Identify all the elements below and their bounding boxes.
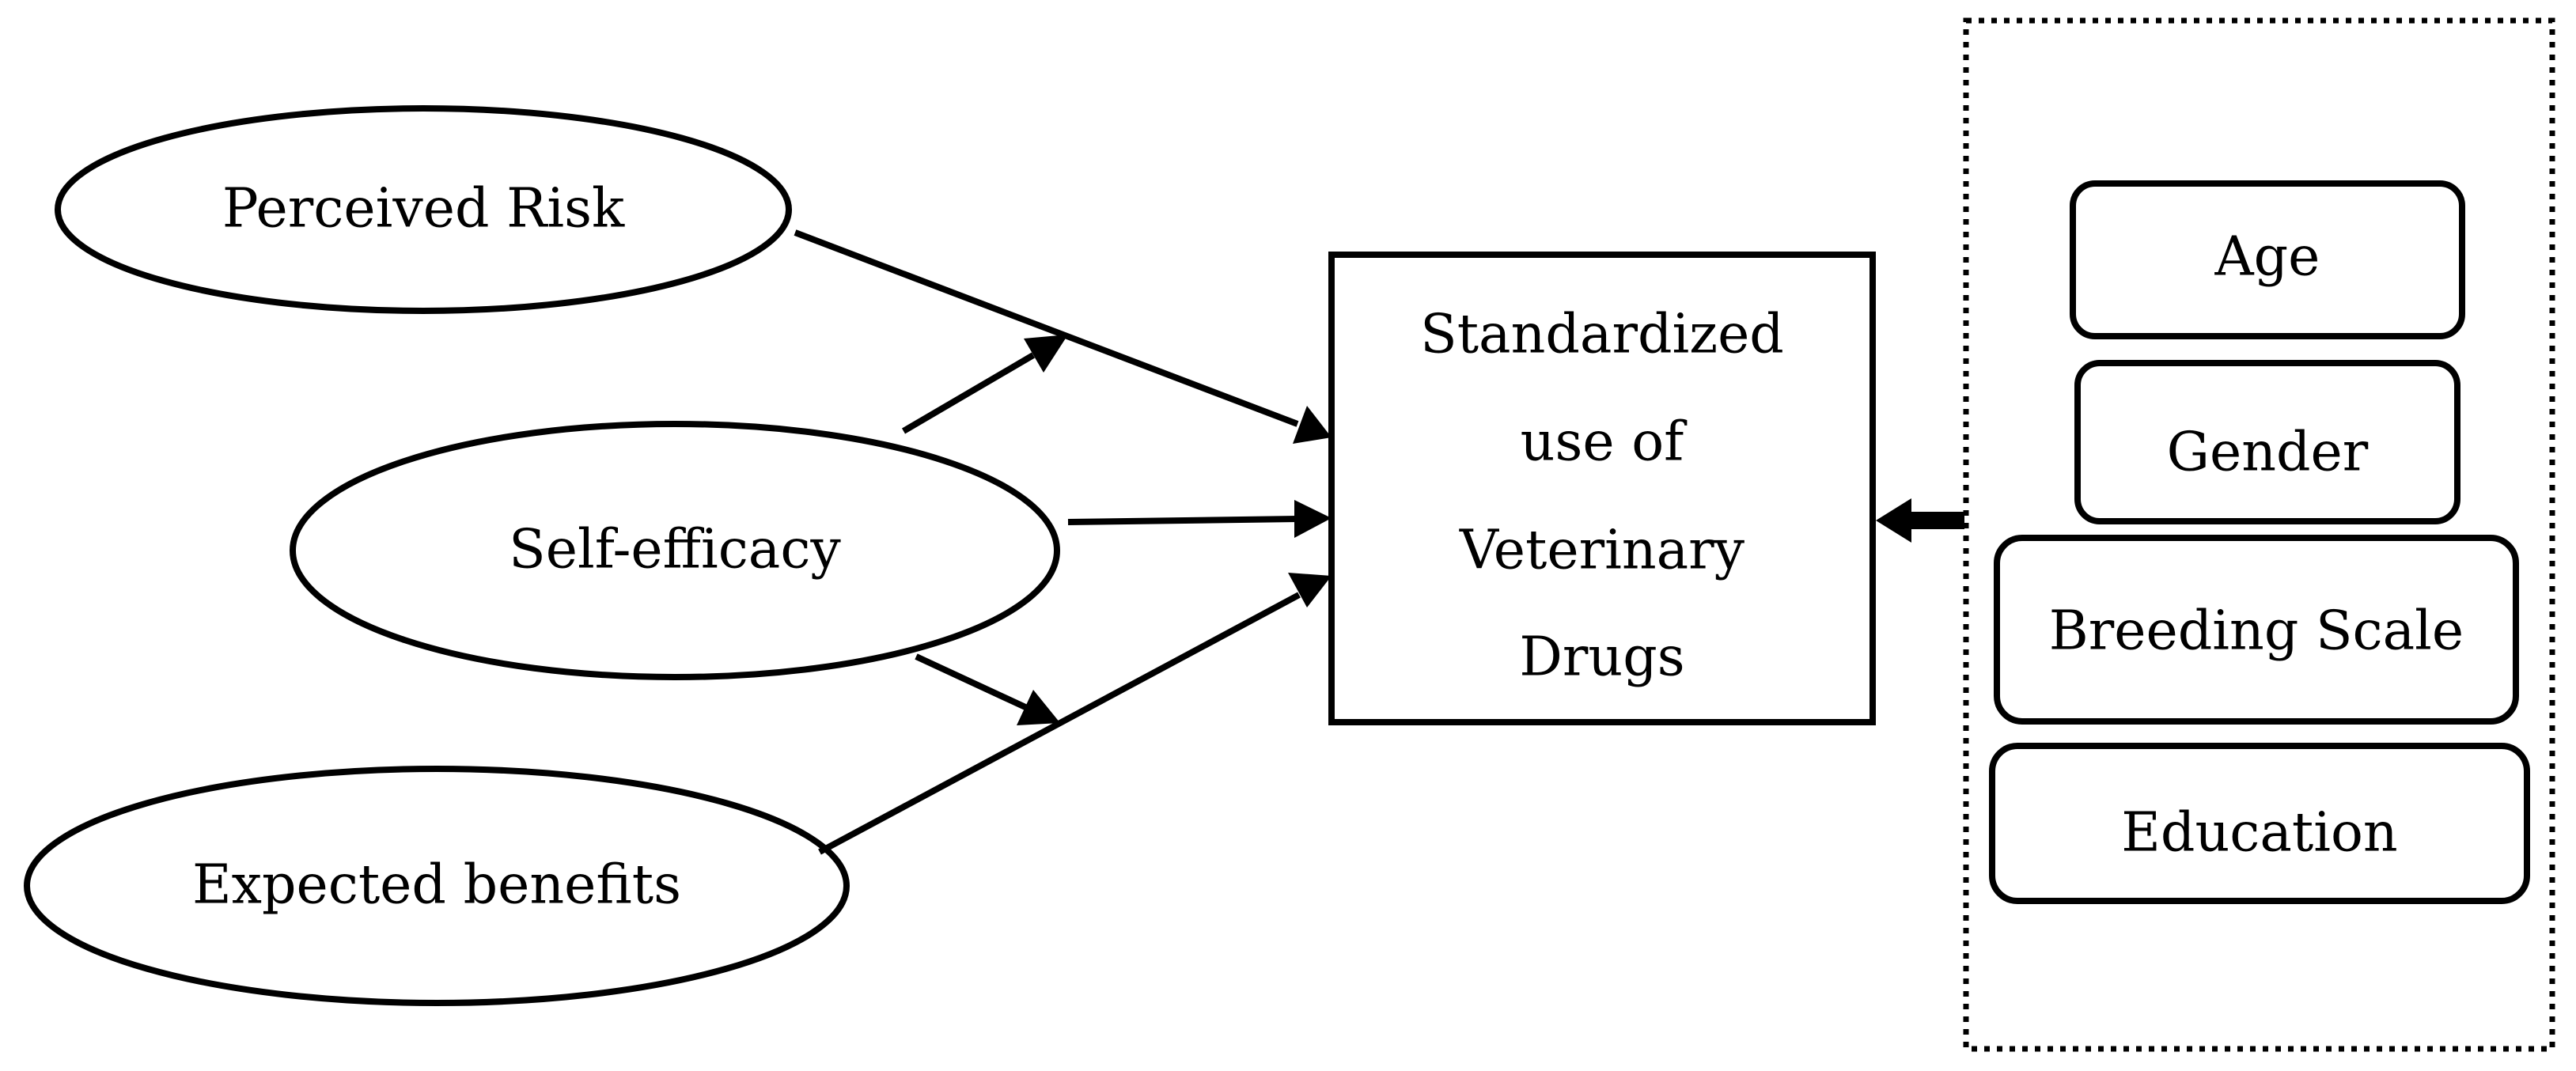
self-efficacy-ellipse (290, 421, 1060, 680)
arrowhead-perceived-risk (1293, 406, 1332, 444)
node-perceived-risk: Perceived Risk (55, 105, 792, 314)
standardized-use-line-3: Veterinary (1459, 520, 1745, 582)
education-label: Education (2121, 802, 2397, 865)
edge-self-efficacy-to-outcome (1067, 516, 1298, 525)
arrowhead-self-efficacy-benefits-path (1017, 690, 1060, 725)
age-label: Age (2214, 226, 2320, 289)
standardized-use-line-4: Drugs (1519, 626, 1684, 689)
node-gender: Gender (2074, 360, 2460, 524)
node-self-efficacy: Self-efficacy (290, 421, 1060, 680)
gender-box (2074, 360, 2460, 524)
node-standardized-use: Standardized use of Veterinary Drugs (1328, 252, 1876, 725)
node-education: Education (1989, 743, 2530, 904)
edge-expected-benefits-to-outcome (818, 592, 1301, 855)
gender-label: Gender (2167, 422, 2369, 484)
perceived-risk-ellipse (55, 105, 792, 314)
expected-benefits-ellipse (24, 766, 850, 1006)
expected-benefits-label: Expected benefits (192, 854, 681, 917)
arrowhead-self-efficacy (1294, 500, 1332, 538)
node-breeding-scale: Breeding Scale (1994, 535, 2519, 725)
edges (794, 229, 1964, 855)
edge-self-efficacy-to-risk-path (901, 352, 1036, 434)
arrowhead-expected-benefits (1288, 573, 1332, 607)
breeding-scale-box (1994, 535, 2519, 725)
arrowhead-controls (1876, 498, 1911, 543)
perceived-risk-label: Perceived Risk (222, 178, 625, 240)
node-age: Age (2070, 180, 2465, 339)
standardized-use-line-1: Standardized (1420, 304, 1784, 366)
age-box (2070, 180, 2465, 339)
edge-perceived-risk-to-outcome (794, 229, 1299, 427)
self-efficacy-label: Self-efficacy (509, 519, 841, 581)
breeding-scale-label: Breeding Scale (2049, 600, 2464, 663)
control-variables-frame (1963, 17, 2555, 1052)
node-expected-benefits: Expected benefits (24, 766, 850, 1006)
arrowhead-self-efficacy-risk-path (1024, 335, 1068, 373)
edge-self-efficacy-to-benefits-path (915, 653, 1027, 710)
standardized-use-box (1328, 252, 1876, 725)
education-box (1989, 743, 2530, 904)
standardized-use-line-2: use of (1521, 411, 1688, 474)
